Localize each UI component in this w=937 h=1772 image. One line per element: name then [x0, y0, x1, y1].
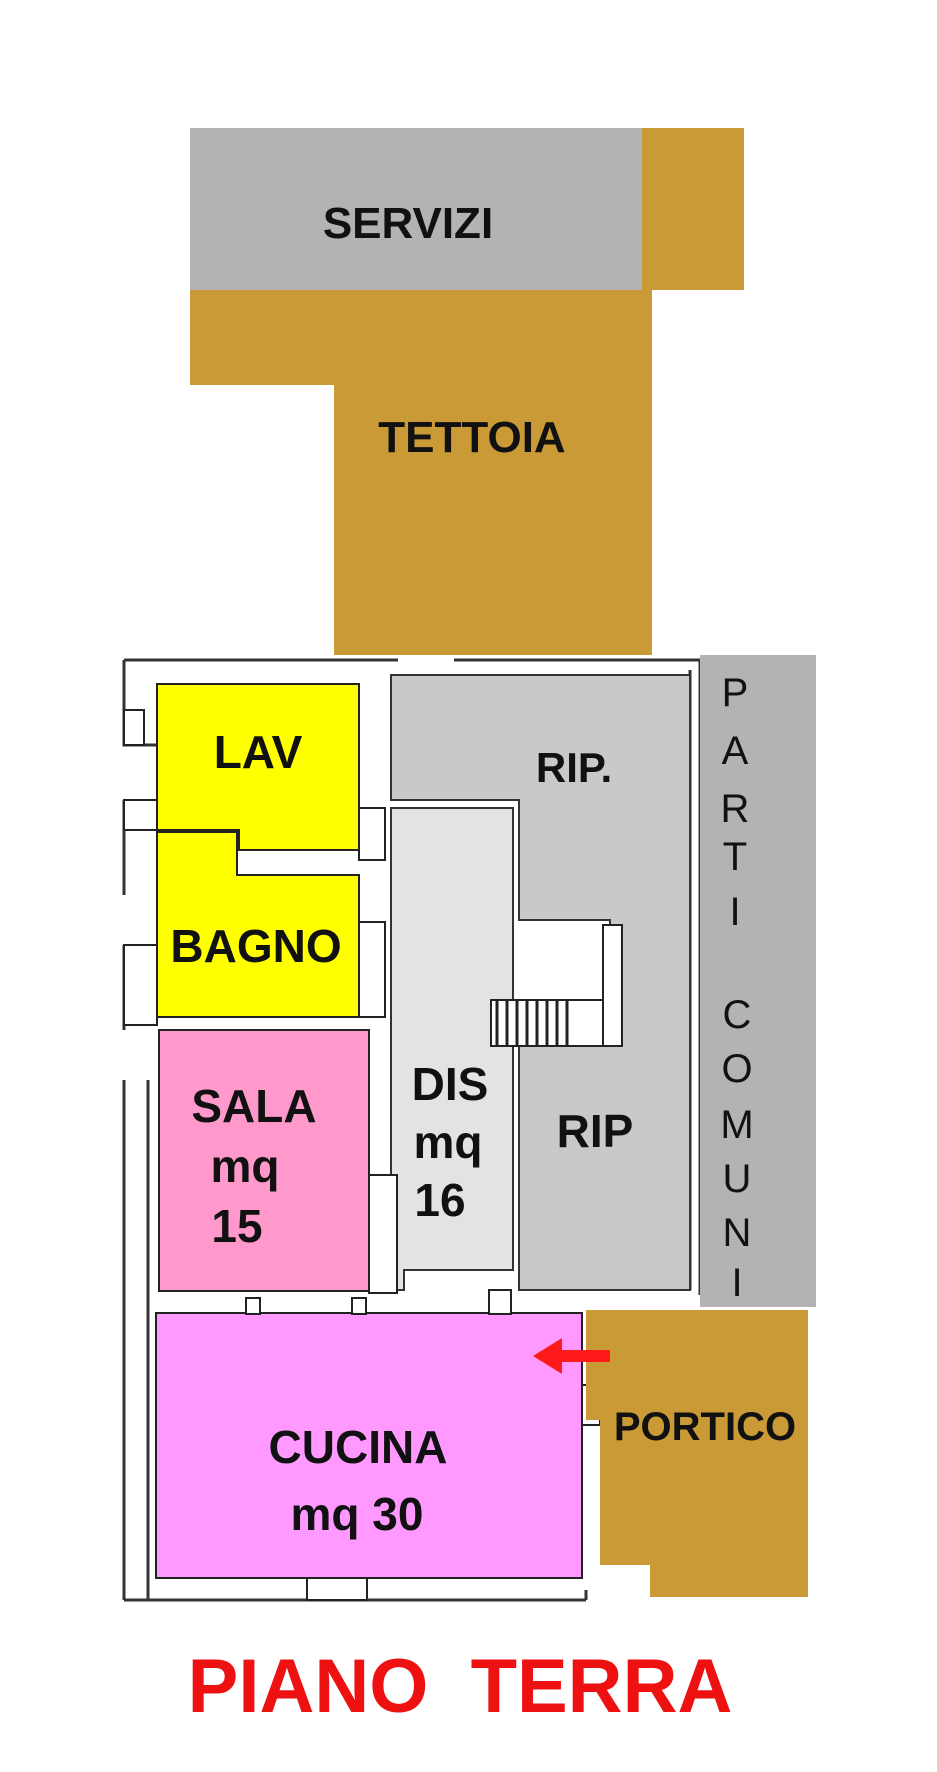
parti-comuni-letter: I: [731, 1261, 742, 1305]
parti-comuni-letter: R: [721, 787, 750, 831]
parti-comuni-label: P A R T I C O M U N I: [720, 671, 753, 1305]
parti-comuni-letter: N: [723, 1211, 752, 1255]
servizi-area: [190, 128, 642, 290]
parti-comuni-letter: U: [723, 1157, 752, 1201]
parti-comuni-letter: I: [729, 890, 740, 934]
cucina-label: CUCINA: [269, 1421, 448, 1473]
rip-label: RIP: [557, 1105, 634, 1157]
lav-label: LAV: [214, 726, 303, 778]
dis-area-unit: mq: [414, 1116, 483, 1168]
tettoia-label: TETTOIA: [378, 413, 565, 462]
parti-comuni-letter: O: [721, 1047, 752, 1091]
page-title: PIANO TERRA: [188, 1644, 733, 1729]
sala-label: SALA: [191, 1080, 316, 1132]
dis-area-value: 16: [414, 1174, 465, 1226]
bagno-label: BAGNO: [170, 920, 341, 972]
staircase: [490, 924, 623, 1047]
parti-comuni-letter: A: [722, 729, 749, 773]
sala-wall-stub: [368, 1174, 398, 1294]
cucina-room: [155, 1312, 583, 1579]
red-arrow-left-icon: [533, 1338, 610, 1374]
parti-comuni-letter: C: [723, 993, 752, 1037]
tettoia-side-strip: [642, 128, 744, 290]
dis-label: DIS: [412, 1058, 489, 1110]
rip-top-label: RIP.: [536, 744, 612, 791]
tettoia-area: [190, 290, 652, 655]
sala-area-unit: mq: [211, 1140, 280, 1192]
parti-comuni-area: [700, 655, 816, 1307]
parti-comuni-letter: M: [720, 1103, 753, 1147]
sala-area-value: 15: [211, 1200, 262, 1252]
servizi-label: SERVIZI: [323, 199, 493, 248]
sala-room: [158, 1029, 370, 1292]
portico-area: [586, 1310, 808, 1597]
cucina-area: mq 30: [291, 1488, 424, 1540]
portico-label: PORTICO: [614, 1405, 796, 1449]
parti-comuni-letter: P: [722, 671, 749, 715]
parti-comuni-letter: T: [723, 835, 747, 879]
interior-wall-stubs: [123, 709, 386, 1026]
